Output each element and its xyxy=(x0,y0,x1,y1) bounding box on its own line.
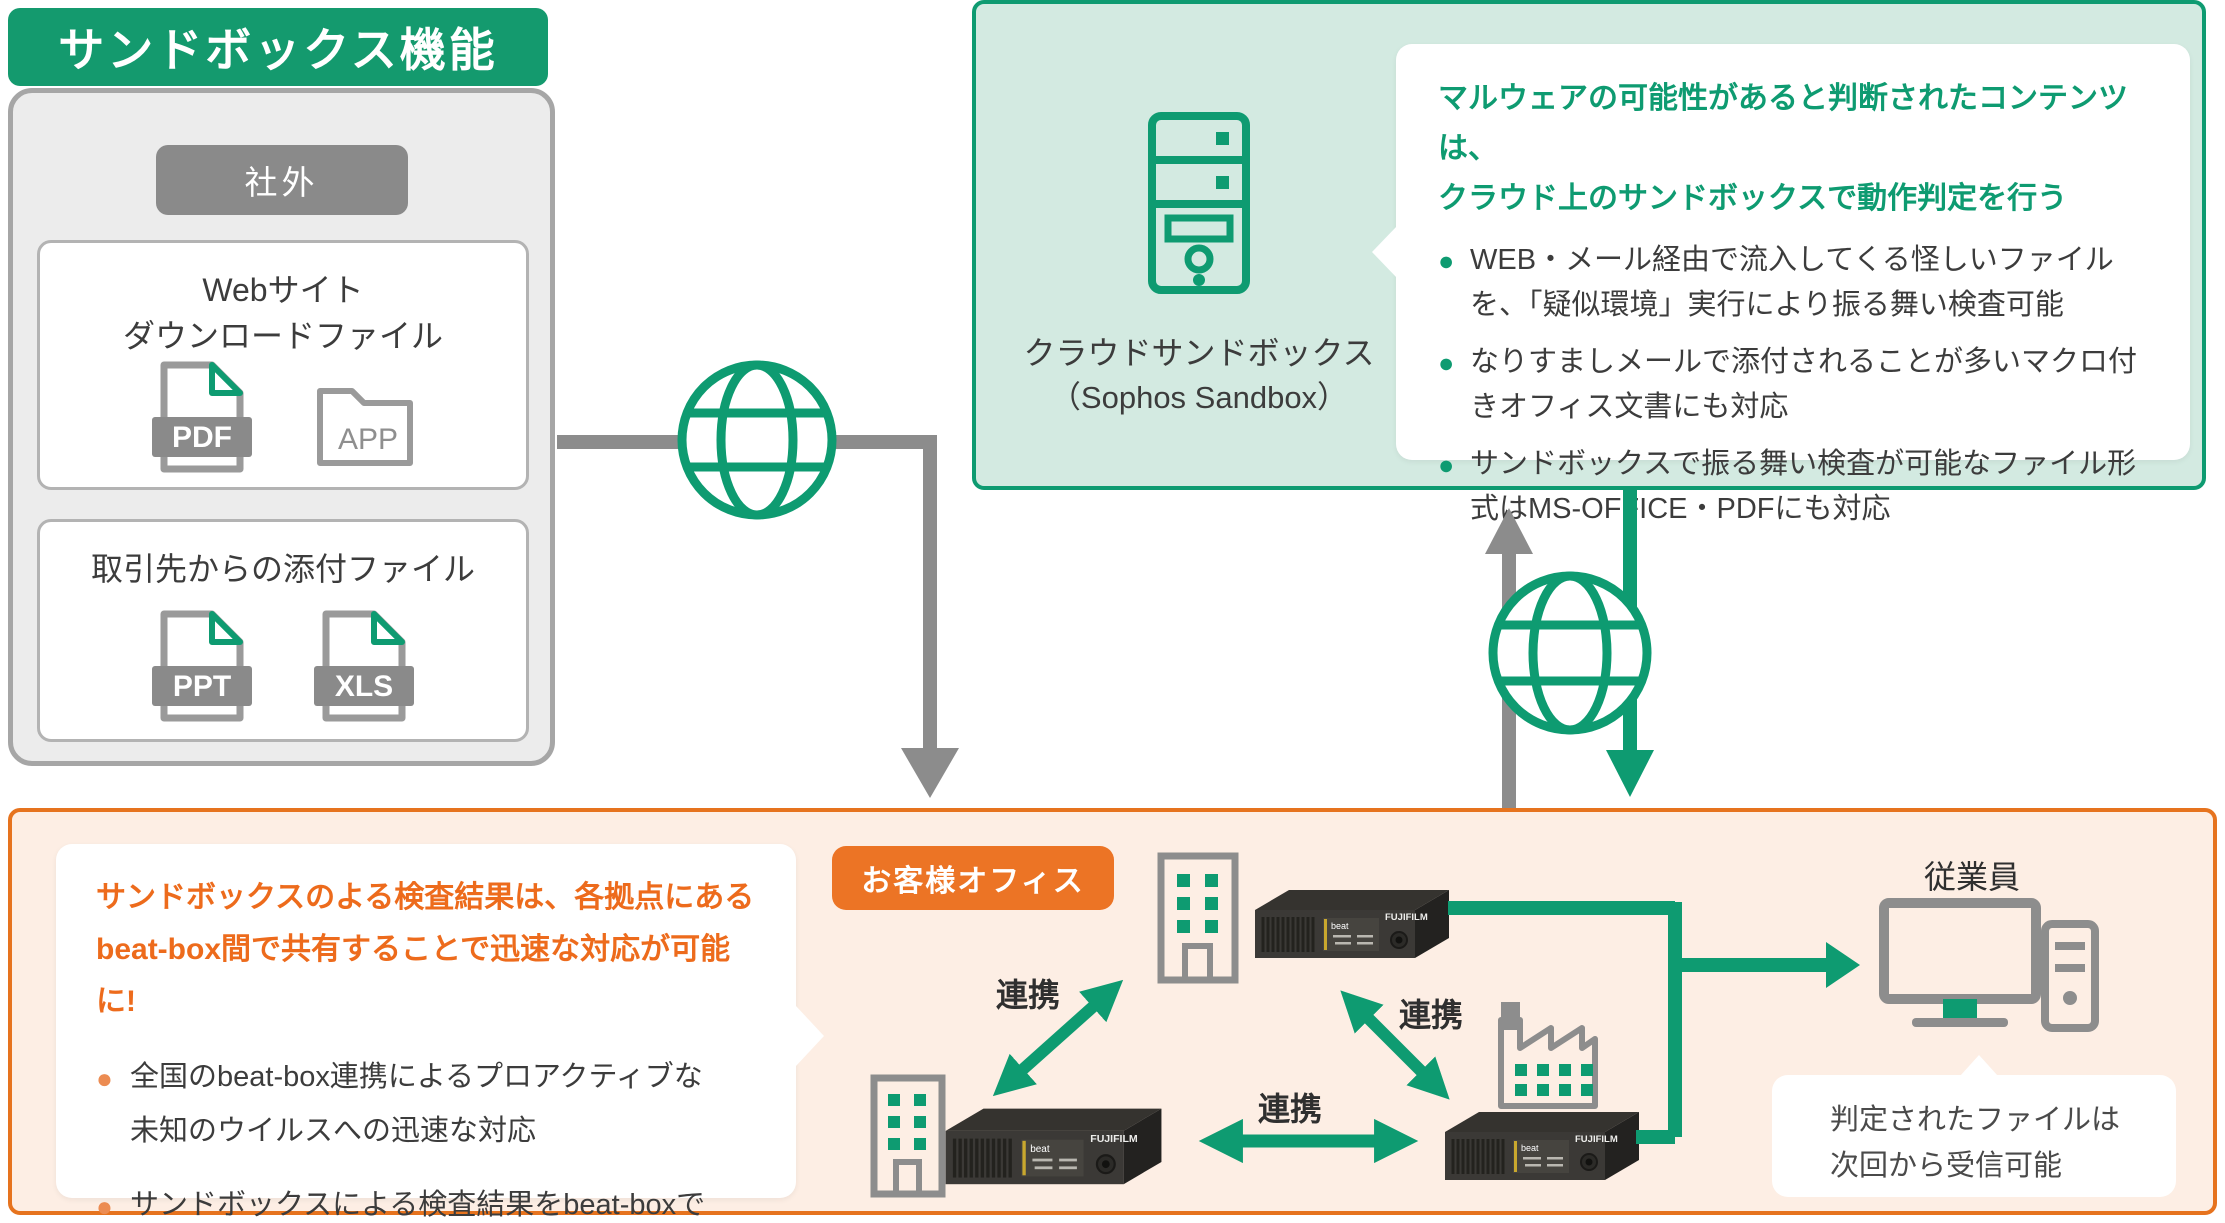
cloud-sandbox-panel: クラウドサンドボックス （Sophos Sandbox） マルウェアの可能性があ… xyxy=(972,0,2206,525)
office-heading-line2: beat-box間で共有することで迅速な対応が可能に! xyxy=(96,933,731,1018)
result-note-callout: 判定されたファイルは 次回から受信可能 xyxy=(1772,1055,2176,1197)
app-label: APP xyxy=(338,423,398,456)
device-screen-label: beat xyxy=(1521,1143,1539,1153)
cloud-bullet-list: WEB・メール経由で流入してくる怪しいファイルを、「疑似環境」実行により振る舞い… xyxy=(1438,238,2156,532)
office-bullet-1: 全国のbeat-box連携によるプロアクティブな未知のウイルスへの迅速な対応 xyxy=(96,1050,716,1158)
cloud-sandbox-label-line2: （Sophos Sandbox） xyxy=(1049,380,1349,415)
office-bullet-list: 全国のbeat-box連携によるプロアクティブな未知のウイルスへの迅速な対応 サ… xyxy=(96,1050,716,1223)
office-callout-pointer xyxy=(796,1006,824,1066)
result-note-line1: 判定されたファイルは xyxy=(1830,1104,2121,1136)
external-badge: 社外 xyxy=(155,145,408,215)
customer-office-badge: お客様オフィス xyxy=(832,846,1114,910)
partner-files-title: 取引先からの添付ファイル xyxy=(90,551,475,587)
office-callout: サンドボックスのよる検査結果は、各拠点にある beat-box間で共有することで… xyxy=(56,844,824,1223)
office-building-icon xyxy=(870,1074,946,1198)
result-note-pointer xyxy=(1960,1055,1998,1076)
cloud-sandbox-label: クラウドサンドボックス （Sophos Sandbox） xyxy=(976,330,1422,420)
device-brand-label: FUJIFILM xyxy=(1090,1133,1138,1145)
external-to-office-arrowhead xyxy=(901,748,959,798)
ppt-file-icon: PPT xyxy=(152,610,252,722)
web-download-title-line1: Webサイト xyxy=(202,272,364,308)
cloud-server-icon xyxy=(1148,112,1250,294)
factory-icon xyxy=(1498,1002,1598,1109)
device-screen-label: beat xyxy=(1030,1144,1050,1155)
employee-computer-icon xyxy=(1879,898,2099,1032)
cloud-bullet-1: WEB・メール経由で流入してくる怪しいファイルを、「疑似環境」実行により振る舞い… xyxy=(1438,238,2156,328)
cloud-to-office-arrowhead xyxy=(1606,750,1654,797)
xls-label: XLS xyxy=(335,670,393,703)
page-title: サンドボックス機能 xyxy=(8,8,548,86)
cloud-bullet-3: サンドボックスで振る舞い検査が可能なファイル形式はMS-OFFICE・PDFにも… xyxy=(1438,442,2156,532)
internet-globe-icon xyxy=(1488,571,1652,735)
office-heading-line1: サンドボックスのよる検査結果は、各拠点にある xyxy=(96,881,755,914)
ppt-label: PPT xyxy=(173,670,231,703)
pdf-label: PDF xyxy=(172,421,232,454)
cloud-heading-line2: クラウド上のサンドボックスで動作判定を行う xyxy=(1438,182,2068,215)
office-building-icon xyxy=(1157,852,1239,984)
internet-globe-icon xyxy=(677,360,837,520)
beat-box-device: beat FUJIFILM xyxy=(945,1108,1162,1185)
cloud-sandbox-label-line1: クラウドサンドボックス xyxy=(1023,335,1375,371)
web-download-card: Webサイト ダウンロードファイル PDF APP xyxy=(37,240,529,490)
link-label-2: 連携 xyxy=(1399,997,1464,1033)
web-download-title: Webサイト ダウンロードファイル xyxy=(40,267,526,359)
device-screen-label: beat xyxy=(1331,921,1349,931)
beat-box-device: beat FUJIFILM xyxy=(1445,1112,1639,1180)
result-note-line2: 次回から受信可能 xyxy=(1830,1150,2063,1182)
page-title-label: サンドボックス機能 xyxy=(58,24,498,76)
web-download-title-line2: ダウンロードファイル xyxy=(122,318,443,354)
cloud-callout-heading: マルウェアの可能性があると判断されたコンテンツは、 クラウド上のサンドボックスで… xyxy=(1438,74,2156,224)
link-label-1: 連携 xyxy=(996,977,1061,1013)
beat-box-device: beat FUJIFILM xyxy=(1255,890,1449,958)
office-bullet-2: サンドボックスによる検査結果をbeat-boxで共有・遮断 xyxy=(96,1178,716,1223)
cloud-callout: マルウェアの可能性があると判断されたコンテンツは、 クラウド上のサンドボックスで… xyxy=(1372,44,2190,525)
cloud-callout-pointer xyxy=(1372,226,1397,278)
external-badge-label: 社外 xyxy=(244,164,319,201)
external-to-office-line xyxy=(557,435,937,750)
xls-file-icon: XLS xyxy=(314,610,414,722)
office-callout-heading: サンドボックスのよる検査結果は、各拠点にある beat-box間で共有することで… xyxy=(96,872,760,1028)
app-folder-icon: APP xyxy=(317,388,413,466)
device-brand-label: FUJIFILM xyxy=(1385,912,1428,923)
pdf-file-icon: PDF xyxy=(152,361,252,473)
cloud-bullet-2: なりすましメールで添付されることが多いマクロ付きオフィス文書にも対応 xyxy=(1438,340,2156,430)
cloud-heading-line1: マルウェアの可能性があると判断されたコンテンツは、 xyxy=(1438,82,2128,165)
customer-office-panel: サンドボックスのよる検査結果は、各拠点にある beat-box間で共有することで… xyxy=(8,808,2217,1223)
link-label-3: 連携 xyxy=(1258,1091,1323,1127)
customer-office-badge-label: お客様オフィス xyxy=(861,865,1085,898)
external-sources-box: 社外 Webサイト ダウンロードファイル PDF APP xyxy=(8,88,555,766)
device-brand-label: FUJIFILM xyxy=(1575,1134,1618,1145)
partner-files-card: 取引先からの添付ファイル PPT XLS xyxy=(37,519,529,742)
employee-label: 従業員 xyxy=(1923,859,2020,895)
